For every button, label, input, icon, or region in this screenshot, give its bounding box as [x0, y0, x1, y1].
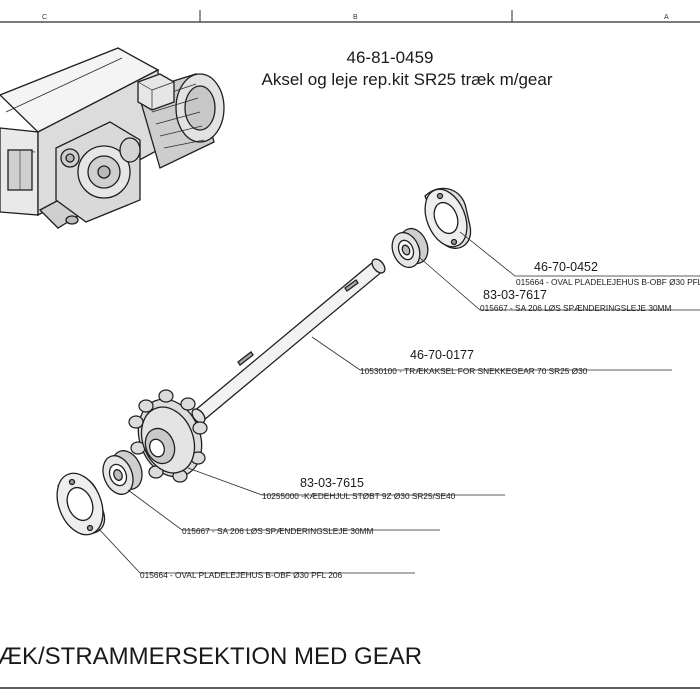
callout-drive-shaft: 46-70-0177 10530100 - TRÆKAKSEL FOR SNEK… — [360, 348, 588, 376]
oval-bearing-housing-left — [56, 472, 106, 536]
callout-desc: 015664 - OVAL PLADELEJEHUS B-OBF Ø30 PFL… — [140, 570, 343, 580]
zone-label-b: B — [353, 14, 358, 21]
zone-label-c: C — [42, 14, 47, 21]
gear-motor-assembly — [0, 47, 225, 229]
oval-bearing-housing-right — [424, 187, 472, 249]
callout-code: 83-03-7615 — [300, 476, 364, 490]
callout-desc: 015667 - SA 206 LØS SPÆNDERINGSLEJE 30MM — [182, 526, 373, 536]
kit-name: Aksel og leje rep.kit SR25 træk m/gear — [261, 70, 552, 89]
callout-bearing-left: 015667 - SA 206 LØS SPÆNDERINGSLEJE 30MM — [182, 526, 373, 536]
sprocket-wheel — [128, 389, 208, 483]
bearing-insert-left — [102, 450, 143, 495]
callout-oval-housing-right: 46-70-0452 015664 - OVAL PLADELEJEHUS B-… — [516, 260, 700, 287]
callout-oval-housing-left: 015664 - OVAL PLADELEJEHUS B-OBF Ø30 PFL… — [140, 570, 343, 580]
drawing-footer-title: ÆK/STRAMMERSEKTION MED GEAR — [0, 643, 422, 670]
kit-number: 46-81-0459 — [347, 48, 434, 67]
callout-bearing-right: 83-03-7617 015667 - SA 206 LØS SPÆNDERIN… — [480, 288, 671, 313]
zone-label-a: A — [664, 14, 669, 21]
callout-code: 46-70-0452 — [534, 260, 598, 274]
callout-code: 46-70-0177 — [410, 348, 474, 362]
bearing-insert-right — [391, 227, 429, 269]
callout-desc: 015667 - SA 206 LØS SPÆNDERINGSLEJE 30MM — [480, 303, 671, 313]
callout-desc: 015664 - OVAL PLADELEJEHUS B-OBF Ø30 PFL… — [516, 277, 700, 287]
callout-desc: 10530100 - TRÆKAKSEL FOR SNEKKEGEAR 70 S… — [360, 366, 588, 376]
callout-sprocket: 83-03-7615 10255000 -KÆDEHJUL STØBT 9Z Ø… — [262, 476, 456, 501]
callout-code: 83-03-7617 — [483, 288, 547, 302]
drawing-frame: C B A — [0, 10, 700, 689]
leader-lines — [97, 231, 700, 574]
callout-desc: 10255000 -KÆDEHJUL STØBT 9Z Ø30 SR25/SE4… — [262, 491, 456, 501]
drive-shaft — [191, 258, 386, 424]
